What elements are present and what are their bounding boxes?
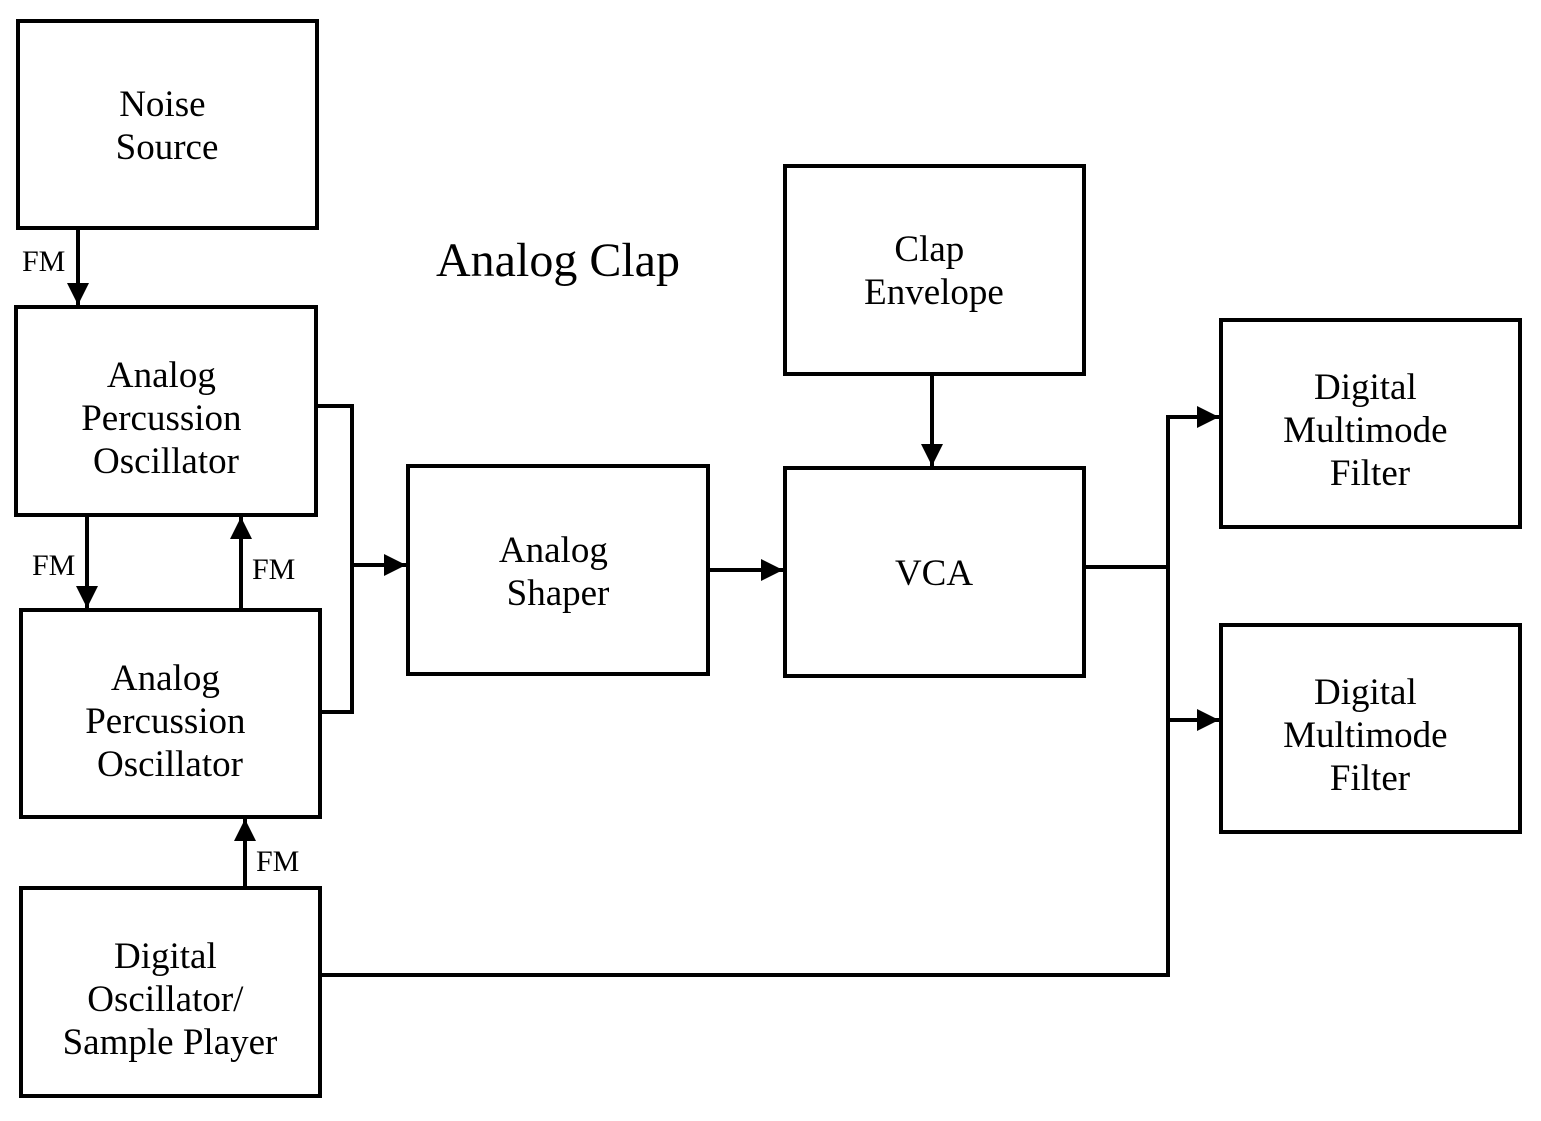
block-label-line: Digital <box>1314 367 1417 408</box>
block-clap-envelope: Clap Envelope <box>783 164 1086 376</box>
block-label-line: Multimode <box>1283 715 1447 756</box>
block-label-line: Oscillator <box>97 744 243 785</box>
svg-text:VCA: VCA <box>895 553 973 594</box>
block-digital-multimode-filter-2: Digital Multimode Filter <box>1219 623 1522 834</box>
block-label-line: Digital <box>114 936 217 977</box>
block-label-line: Oscillator/ <box>87 979 244 1020</box>
block-label-line: Filter <box>1330 758 1410 799</box>
fm-label: FM <box>22 245 65 278</box>
wire-osc1-out <box>316 404 354 714</box>
block-label-line: Envelope <box>864 272 1004 313</box>
svg-text:Analog Percussion: Analog Percussion Oscillator <box>81 355 251 482</box>
block-analog-percussion-oscillator-2: Analog Percussion Oscillator <box>19 608 322 819</box>
block-label-line: Analog <box>107 355 216 396</box>
block-label-line: Noise <box>119 84 205 125</box>
block-label-line: Percussion <box>85 701 245 742</box>
svg-text:Digital Oscillator/: Digital Oscillator/ Sample Player <box>63 936 278 1063</box>
fm-label: FM <box>32 549 75 582</box>
block-label-line: Source <box>116 127 219 168</box>
block-label-line: Clap <box>894 229 964 270</box>
block-label-line: Oscillator <box>93 441 239 482</box>
block-label-line: Percussion <box>81 398 241 439</box>
fm-label: FM <box>252 553 295 586</box>
svg-text:Noise Source: Noise Source <box>116 84 219 168</box>
fm-label: FM <box>256 845 299 878</box>
svg-text:Digital Multimode: Digital Multimode Filter <box>1283 367 1457 494</box>
block-label-line: Analog <box>499 530 608 571</box>
svg-text:Clap Envelope: Clap Envelope <box>864 229 1004 313</box>
block-label-line: Digital <box>1314 672 1417 713</box>
block-analog-percussion-oscillator-1: Analog Percussion Oscillator <box>14 305 318 517</box>
block-digital-oscillator-sample-player: Digital Oscillator/ Sample Player <box>19 886 322 1098</box>
svg-text:Analog Shaper: Analog Shaper <box>499 530 617 614</box>
block-label-line: Multimode <box>1283 410 1447 451</box>
block-digital-multimode-filter-1: Digital Multimode Filter <box>1219 318 1522 529</box>
block-label-line: Analog <box>111 658 220 699</box>
block-label-line: Shaper <box>507 573 610 614</box>
block-label-line: Filter <box>1330 453 1410 494</box>
svg-text:Digital Multimode: Digital Multimode Filter <box>1283 672 1457 799</box>
block-noise-source: Noise Source <box>16 19 319 230</box>
wire-digital-osc-out <box>320 417 1170 977</box>
block-analog-shaper: Analog Shaper <box>406 464 710 676</box>
diagram-title: Analog Clap <box>436 234 680 287</box>
block-label-line: VCA <box>895 553 973 594</box>
svg-text:Analog Percussion: Analog Percussion Oscillator <box>85 658 255 785</box>
block-label-line: Sample Player <box>63 1022 278 1063</box>
block-vca: VCA <box>783 466 1086 678</box>
